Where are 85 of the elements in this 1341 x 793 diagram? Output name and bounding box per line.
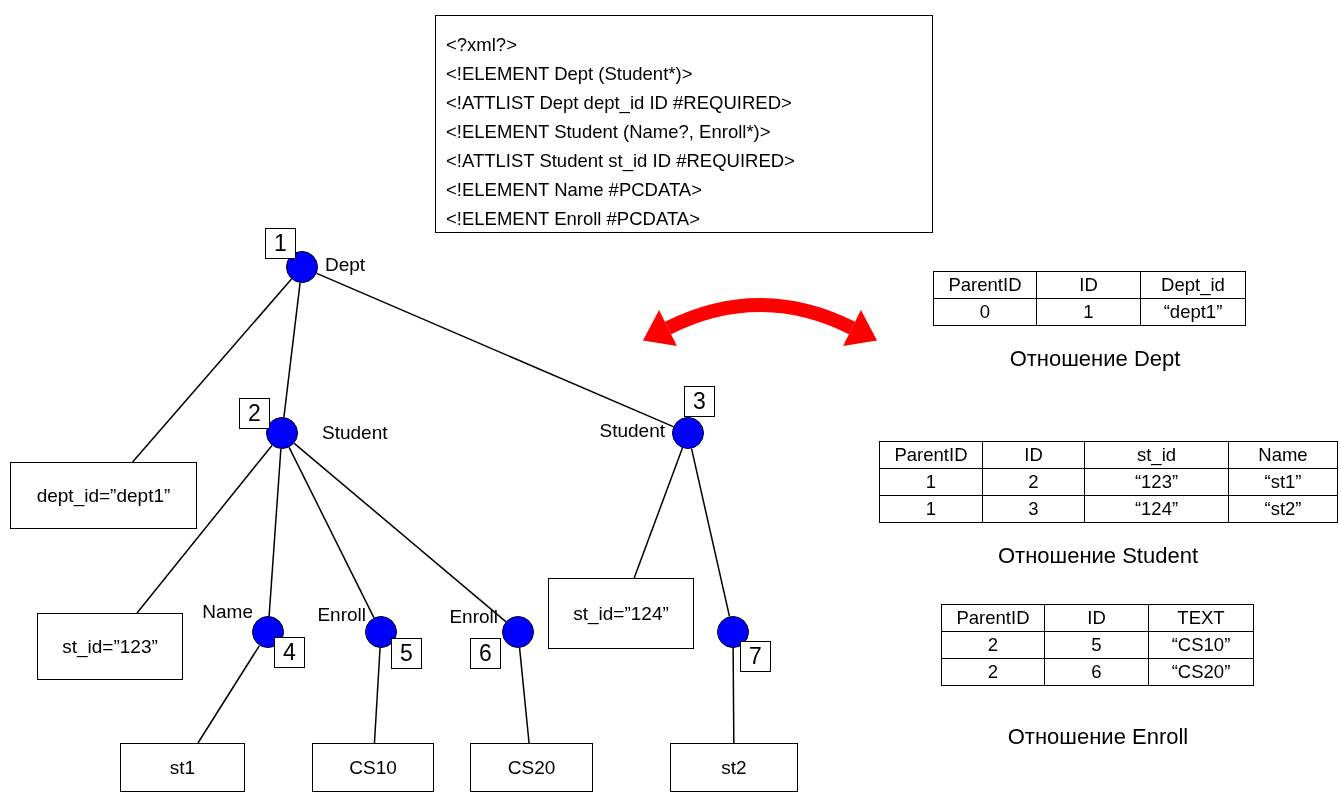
column-header: ID [982,441,1085,469]
tree-edge [283,282,301,418]
element-label: Enroll [317,604,366,626]
text-node-box [10,462,197,529]
node-text: CS10 [349,756,397,779]
node-text: CS20 [507,756,556,779]
column-header: st_id [1084,441,1229,469]
node-number: 4 [274,637,305,668]
node-number: 7 [740,641,771,672]
code-line: <?xml?> [446,33,517,57]
code-line: <!ELEMENT Name #PCDATA> [446,178,702,202]
tree-edge [373,647,381,744]
text-node-box [670,743,798,792]
table-value: 2 [982,468,1085,496]
table-value: 3 [982,495,1085,523]
element-label: Dept [325,254,366,276]
column-header: ParentID [941,604,1045,632]
node-number: 2 [239,398,270,429]
tree-edge [315,272,675,428]
tree-edge [131,278,293,463]
text-node-box [470,743,593,792]
node-number: 5 [391,638,422,669]
table-value: 1 [879,468,983,496]
table-value: 5 [1044,631,1149,659]
tree-node-circle [266,417,298,449]
tree-edge [293,442,507,623]
node-text: st_id=”123” [62,635,158,658]
tree-node-circle [252,616,284,648]
table-value: “123” [1084,468,1229,496]
column-header: ID [1036,271,1141,299]
table-value: “st1” [1228,468,1338,496]
table-value: 1 [879,495,983,523]
tree-edge [268,448,282,617]
tree-edge [197,644,261,744]
tree-edge [633,447,684,579]
table-value: “dept1” [1140,298,1246,326]
table-value: 1 [1036,298,1141,326]
code-line: <!ATTLIST Student st_id ID #REQUIRED> [446,149,795,174]
code-line: <!ELEMENT Enroll #PCDATA> [446,207,700,231]
column-header: Dept_id [1140,271,1246,299]
relation-caption: Отношение Enroll [1007,724,1189,750]
tree-edge [136,444,273,614]
column-header: TEXT [1148,604,1254,632]
element-label: Name [202,601,253,623]
text-node-box [312,743,434,792]
tree-edge [518,647,530,744]
element-label: Enroll [449,606,498,628]
text-node-box [548,578,694,649]
column-header: ParentID [933,271,1037,299]
tree-node-circle [502,616,534,648]
tree-node-circle [286,251,318,283]
node-number: 6 [470,638,501,669]
element-label: Student [599,420,665,442]
code-line: <!ATTLIST Dept dept_id ID #REQUIRED> [446,91,792,116]
table-value: “CS10” [1148,631,1254,659]
relation-caption: Отношение Dept [1009,346,1181,372]
node-text: st1 [169,756,196,779]
table-value: 2 [941,631,1045,659]
table-value: 2 [941,658,1045,686]
tree-edge [690,447,731,618]
dtd-box [435,15,933,233]
node-text: st_id=”124” [573,602,669,625]
column-header: ParentID [879,441,983,469]
table-value: 0 [933,298,1037,326]
column-header: ID [1044,604,1149,632]
text-node-box [37,613,183,680]
node-number: 1 [265,228,296,259]
tree-node-circle [672,417,704,449]
element-label: Student [322,422,388,444]
code-line: <!ELEMENT Dept (Student*)> [446,62,693,86]
node-text: st2 [721,756,747,779]
code-line: <!ELEMENT Student (Name?, Enroll*)> [446,120,771,144]
node-text: dept_id=”dept1” [36,484,171,507]
tree-node-circle [365,616,397,648]
table-value: “124” [1084,495,1229,523]
text-node-box [120,743,245,792]
table-value: 6 [1044,658,1149,686]
relation-caption: Отношение Student [997,543,1199,569]
table-value: “CS20” [1148,658,1254,686]
node-number: 3 [684,386,715,417]
column-header: Name [1228,441,1338,469]
tree-edge [288,446,375,619]
tree-node-circle [717,616,749,648]
table-value: “st2” [1228,495,1338,523]
tree-edge [732,647,735,744]
